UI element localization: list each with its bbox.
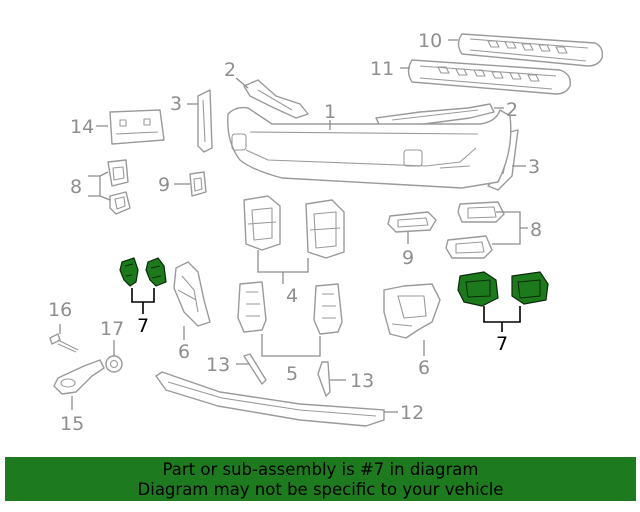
part-7-bracket-right-a [457, 271, 499, 307]
part-3-filler-left [197, 89, 213, 153]
callout-2-left: 2 [224, 59, 236, 81]
banner-line-1: Part or sub-assembly is #7 in diagram [162, 460, 479, 479]
part-13-bracket-left [243, 353, 267, 385]
part-8-bezel-left-upper [107, 159, 129, 187]
callout-7-right: 7 [496, 333, 508, 355]
part-9-fog-lamp-right [387, 211, 437, 233]
part-6-bracket-left [173, 261, 211, 327]
callout-3-right: 3 [528, 156, 540, 178]
callout-12: 12 [400, 402, 424, 424]
parts-diagram: 1 2 2 3 3 4 5 6 6 7 7 8 8 9 9 10 11 12 1… [48, 30, 604, 435]
part-4-support-left [243, 195, 281, 251]
callout-4: 4 [286, 285, 298, 307]
part-1-bumper-face-bar [227, 106, 512, 189]
callout-9-right: 9 [402, 247, 414, 269]
callout-16: 16 [48, 299, 72, 321]
part-8-housing-right-upper [457, 201, 505, 223]
callout-15: 15 [60, 413, 84, 435]
part-8-bezel-left-lower [109, 191, 131, 215]
highlight-notice-banner: Part or sub-assembly is #7 in diagram Di… [5, 457, 636, 501]
part-11-grille-insert [407, 59, 571, 95]
part-5-bracket-right [313, 283, 343, 335]
callout-11: 11 [370, 58, 394, 80]
part-2-bracket-right [375, 103, 495, 127]
callout-8-left: 8 [70, 176, 82, 198]
part-16-bolt [49, 333, 79, 353]
callout-9-left: 9 [158, 174, 170, 196]
part-2-bracket-left [243, 79, 309, 119]
part-15-tow-hook [53, 359, 105, 395]
callout-5: 5 [286, 363, 298, 385]
part-7-bracket-left-a [119, 257, 139, 287]
part-9-bezel-left [189, 171, 207, 197]
part-14-license-bracket [109, 109, 165, 145]
part-4-support-right [305, 199, 345, 259]
callout-6-left: 6 [178, 341, 190, 363]
callout-13-left: 13 [206, 354, 230, 376]
part-7-bracket-left-b [145, 257, 167, 287]
callout-6-right: 6 [418, 357, 430, 379]
part-5-bracket-left [237, 281, 267, 333]
banner-line-2: Diagram may not be specific to your vehi… [137, 480, 504, 499]
callout-13-right: 13 [350, 370, 374, 392]
part-6-bracket-right [383, 283, 441, 339]
part-17-retainer [105, 355, 123, 373]
part-13-bracket-right [317, 361, 331, 397]
part-8-housing-right-lower [445, 235, 493, 259]
callout-17: 17 [100, 318, 124, 340]
callout-7-left: 7 [137, 315, 149, 337]
callout-3-left: 3 [170, 93, 182, 115]
callout-1: 1 [324, 101, 336, 123]
leader-lines [59, 39, 528, 413]
callout-10: 10 [418, 30, 442, 52]
leader-lines-highlighted [131, 288, 521, 332]
callout-14: 14 [70, 116, 94, 138]
callout-2-right: 2 [506, 99, 518, 121]
callout-8-right: 8 [530, 219, 542, 241]
part-7-bracket-right-b [511, 271, 549, 305]
part-12-valance [155, 371, 385, 427]
part-10-grille-insert [457, 33, 604, 67]
